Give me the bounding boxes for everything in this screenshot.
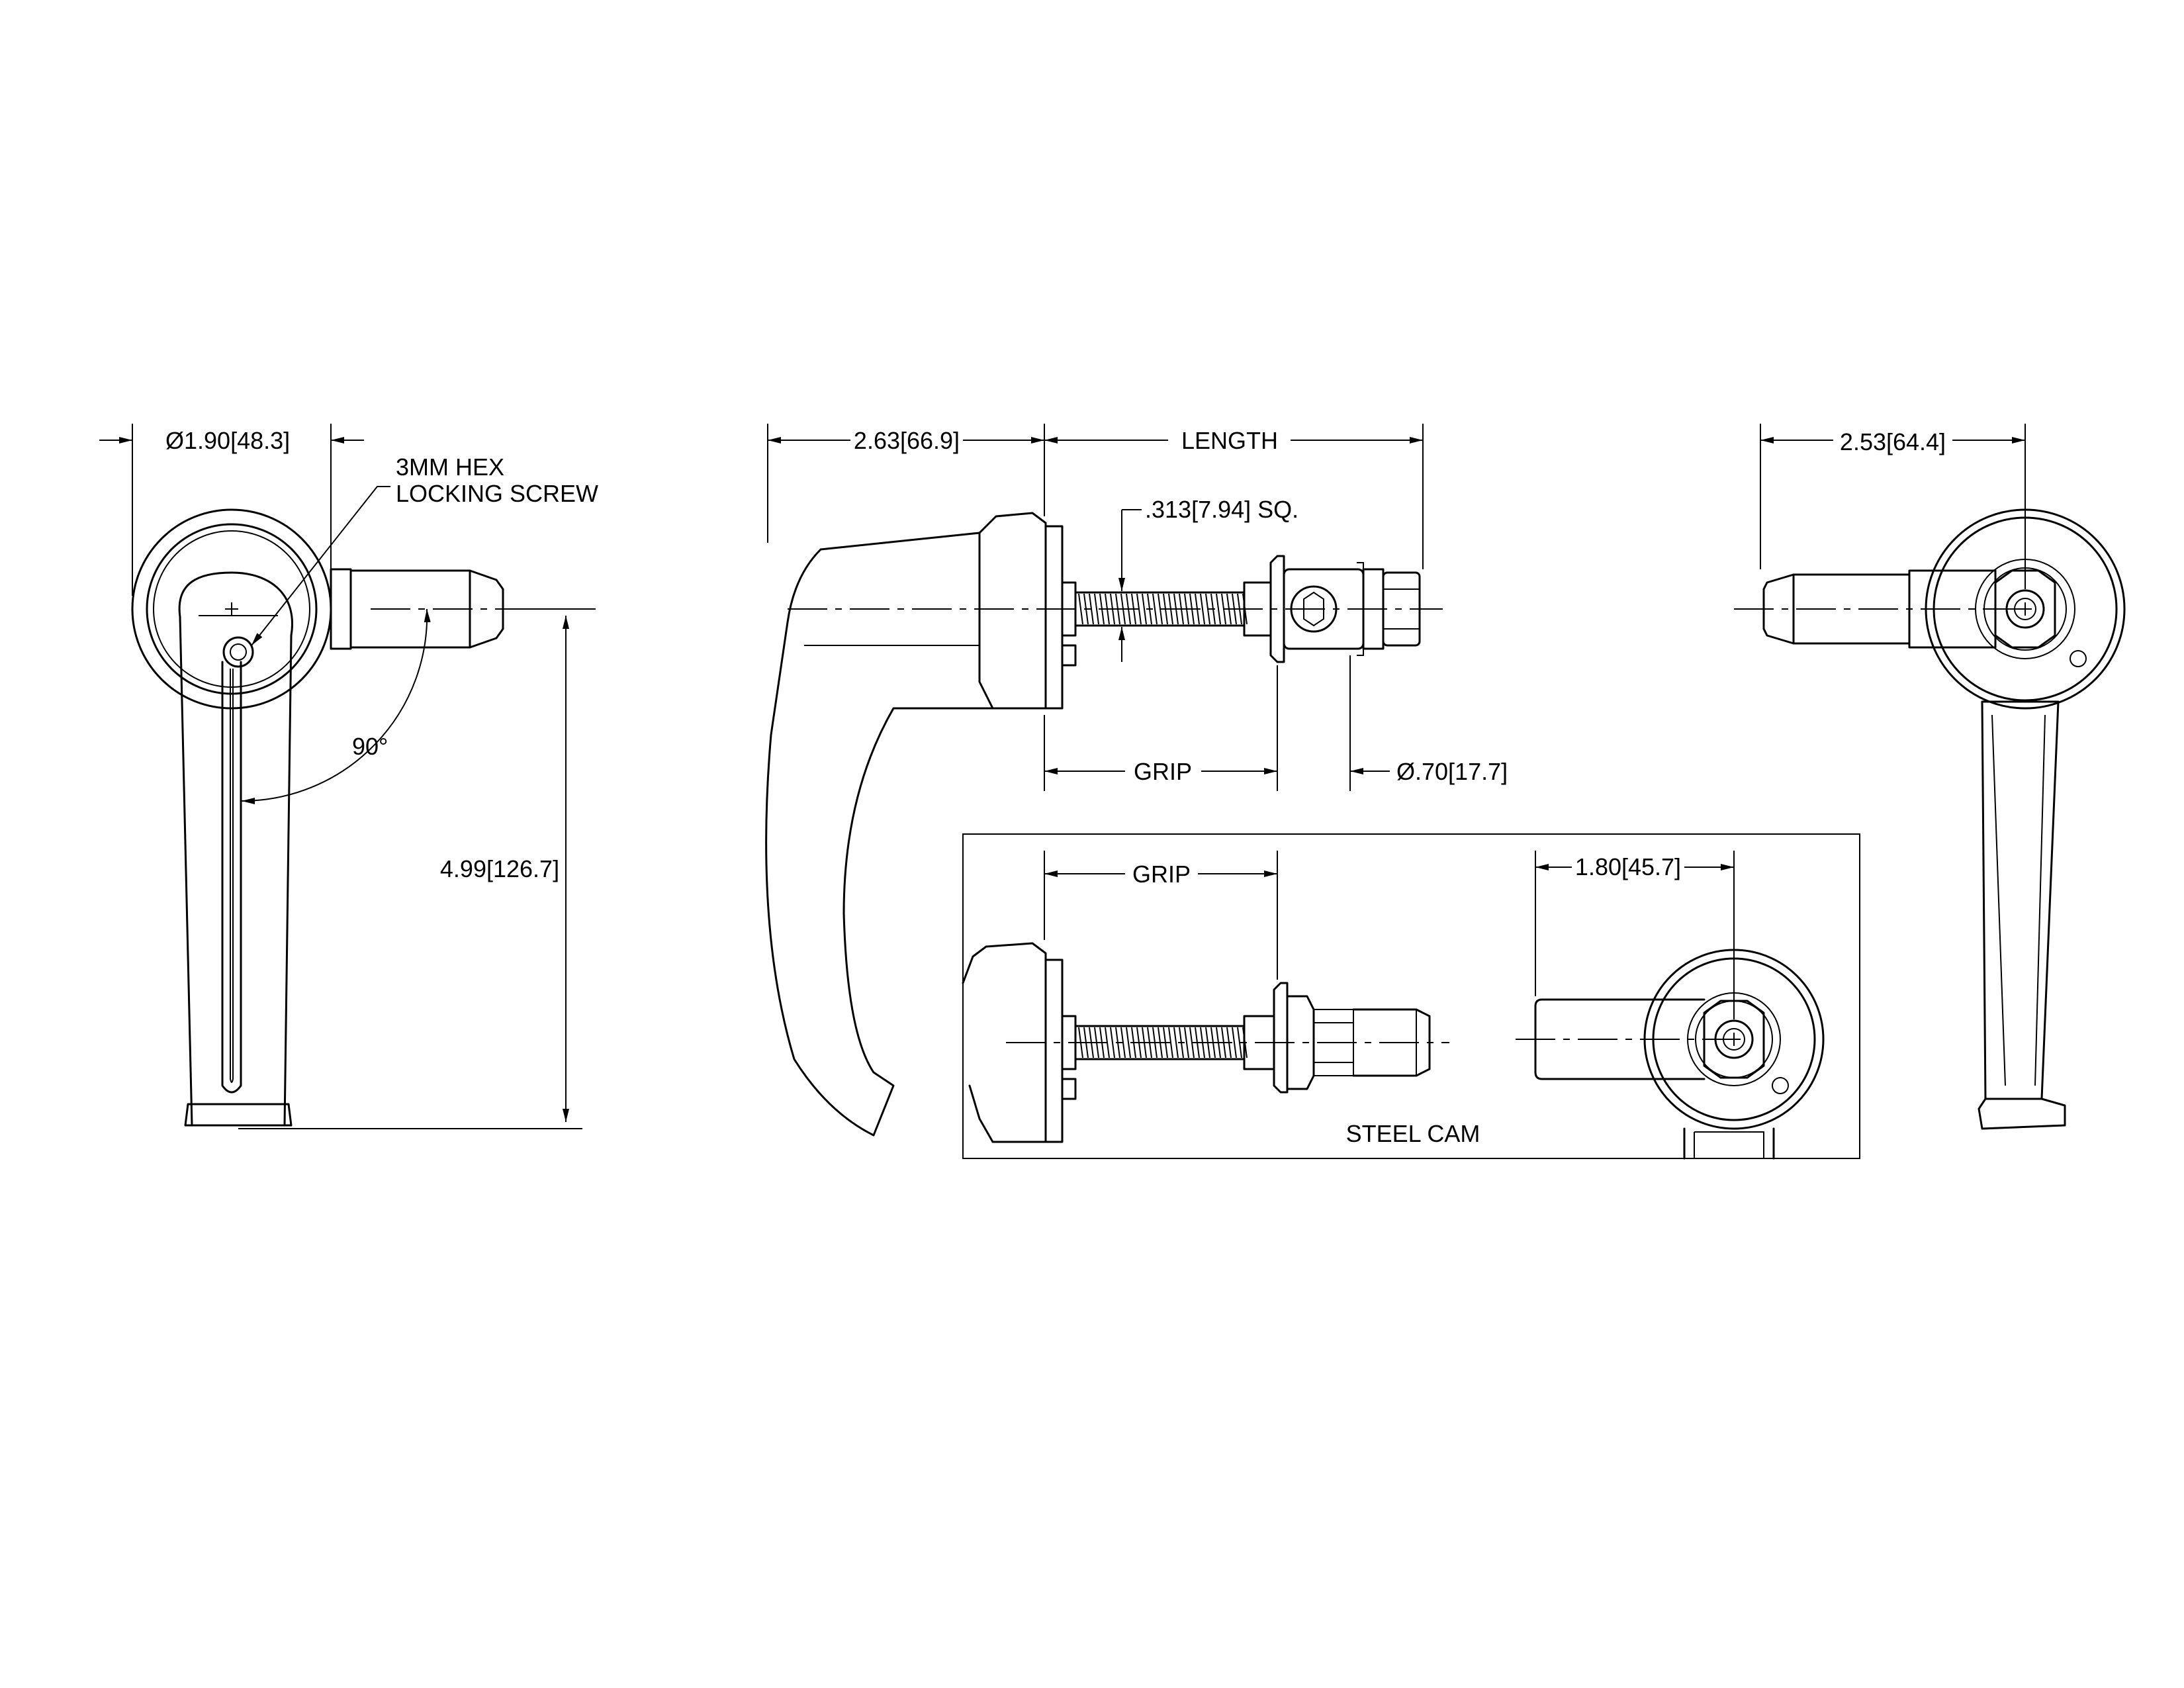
thread-line <box>1200 593 1205 625</box>
dim-reach-263: 2.63[66.9] <box>854 427 960 454</box>
dimension-labels: Ø1.90[48.3] 3MM HEX LOCKING SCREW 90° 4.… <box>165 427 1946 1147</box>
dim-reach-253: 2.53[64.4] <box>1840 428 1946 455</box>
dim-square-313: .313[7.94] SQ. <box>1145 496 1298 523</box>
note-hex-screw-line1: 3MM HEX <box>396 453 504 481</box>
thread-line <box>1120 1027 1126 1058</box>
note-hex-screw-line2: LOCKING SCREW <box>396 480 598 507</box>
thread-line <box>1184 1027 1189 1058</box>
dim-length: LENGTH <box>1181 427 1278 454</box>
dim-diameter-070: Ø.70[17.7] <box>1396 758 1508 785</box>
thread-line <box>1216 593 1221 625</box>
thread-line <box>1142 593 1147 625</box>
front-view <box>99 424 596 1129</box>
thread-line <box>1152 593 1158 625</box>
thread-line <box>1158 593 1163 625</box>
thread-line <box>1110 1027 1115 1058</box>
side-view <box>765 424 1443 1137</box>
dim-height-499: 4.99[126.7] <box>440 855 559 882</box>
steel-cam-inset <box>962 833 1860 1160</box>
thread-line <box>1232 1027 1237 1058</box>
thread-line <box>1173 1027 1179 1058</box>
thread-line <box>1094 593 1099 625</box>
thread-line <box>1078 593 1083 625</box>
dim-diameter-190: Ø1.90[48.3] <box>165 427 290 454</box>
rear-view <box>1734 424 2126 1130</box>
thread-line <box>1126 1027 1131 1058</box>
thread-line <box>1136 593 1142 625</box>
label-steel-cam: STEEL CAM <box>1346 1120 1480 1147</box>
dim-grip-main: GRIP <box>1134 758 1192 785</box>
thread-line <box>1237 1027 1242 1058</box>
dim-offset-180: 1.80[45.7] <box>1575 853 1681 880</box>
dim-grip-inset: GRIP <box>1132 861 1191 888</box>
thread-line <box>1205 593 1210 625</box>
thread-line <box>1168 1027 1173 1058</box>
thread-line <box>1089 593 1094 625</box>
dim-angle-90: 90° <box>352 733 388 760</box>
thread-line <box>1189 1027 1195 1058</box>
